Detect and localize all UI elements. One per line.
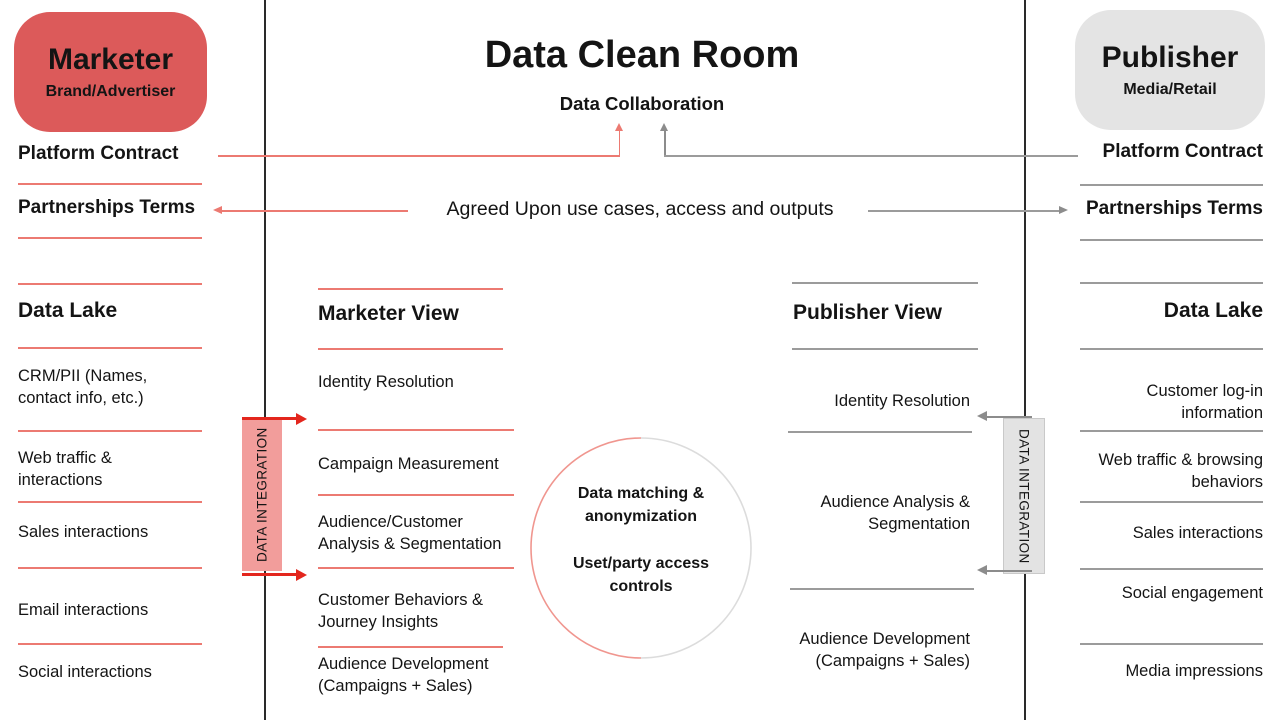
publisher-card-subtitle: Media/Retail xyxy=(1123,81,1217,98)
connector-line xyxy=(242,417,298,420)
publisher-platform-contract: Platform Contract xyxy=(1102,141,1263,162)
publisher-data-lake-item: Sales interactions xyxy=(1132,524,1263,542)
separator-line xyxy=(792,282,978,284)
publisher-data-lake-item: Media impressions xyxy=(1125,662,1263,680)
circle-capability: Uset/party access controls xyxy=(572,555,710,595)
publisher-view-item: Audience Analysis & Segmentation xyxy=(820,493,970,533)
separator-line xyxy=(1080,184,1263,186)
connector-line xyxy=(986,569,1032,572)
marketer-data-lake-item: Sales interactions xyxy=(18,523,149,541)
data-integration-band-marketer: DATA INTEGRATION xyxy=(242,419,282,571)
divider-right xyxy=(1024,0,1026,720)
divider-left xyxy=(264,0,266,720)
separator-line xyxy=(318,567,514,569)
marketer-data-lake-item: Web traffic & interactions xyxy=(18,449,112,489)
separator-line xyxy=(18,430,202,432)
arrow-left-icon xyxy=(977,411,987,421)
connector-line xyxy=(242,573,298,576)
separator-line xyxy=(788,431,972,433)
separator-line xyxy=(318,429,514,431)
page-subtitle: Data Collaboration xyxy=(559,93,725,114)
circle-right-arc xyxy=(640,437,752,659)
connector-line xyxy=(618,130,620,156)
publisher-card-title: Publisher xyxy=(1101,41,1239,74)
arrow-up-icon xyxy=(660,123,668,131)
circle-text: Data matching & anonymization Uset/party… xyxy=(546,482,736,598)
separator-line xyxy=(318,494,514,496)
separator-line xyxy=(18,567,202,569)
connector-line xyxy=(664,155,1078,157)
separator-line xyxy=(318,288,503,290)
separator-line xyxy=(1080,239,1263,241)
connector-line xyxy=(986,415,1032,418)
marketer-platform-contract: Platform Contract xyxy=(18,143,179,164)
arrow-left-icon xyxy=(977,565,987,575)
marketer-view-item: Audience Development (Campaigns + Sales) xyxy=(318,655,489,695)
marketer-data-lake-item: Social interactions xyxy=(18,663,152,681)
marketer-card-subtitle: Brand/Advertiser xyxy=(45,83,176,100)
connector-line xyxy=(221,210,408,212)
separator-line xyxy=(18,183,202,185)
arrow-right-icon xyxy=(296,412,307,425)
marketer-data-lake-item: CRM/PII (Names, contact info, etc.) xyxy=(18,367,148,407)
circle-left-arc xyxy=(530,437,642,659)
marketer-partnerships-terms: Partnerships Terms xyxy=(18,197,196,218)
publisher-partnerships-terms: Partnerships Terms xyxy=(1085,198,1263,219)
marketer-card-title: Marketer xyxy=(47,43,174,76)
publisher-view-title: Publisher View xyxy=(793,301,942,324)
separator-line xyxy=(18,283,202,285)
marketer-data-lake-title: Data Lake xyxy=(18,299,118,322)
separator-line xyxy=(318,348,503,350)
page-title: Data Clean Room xyxy=(484,34,800,76)
publisher-data-lake-title: Data Lake xyxy=(1163,299,1263,322)
publisher-view-item: Identity Resolution xyxy=(834,392,970,410)
separator-line xyxy=(18,347,202,349)
connector-line xyxy=(218,155,620,157)
separator-line xyxy=(318,646,503,648)
separator-line xyxy=(18,237,202,239)
marketer-view-item: Campaign Measurement xyxy=(318,455,499,473)
separator-line xyxy=(790,588,974,590)
publisher-view-item: Audience Development (Campaigns + Sales) xyxy=(799,630,970,670)
marketer-card: Marketer Brand/Advertiser xyxy=(14,12,207,132)
separator-line xyxy=(1080,643,1263,645)
publisher-card: Publisher Media/Retail xyxy=(1075,10,1265,130)
publisher-data-lake-item: Customer log-in information xyxy=(1146,382,1263,422)
marketer-data-lake-item: Email interactions xyxy=(18,601,149,619)
arrow-right-icon xyxy=(296,568,307,581)
circle-capability: Data matching & anonymization xyxy=(577,485,705,525)
marketer-view-item: Audience/Customer Analysis & Segmentatio… xyxy=(318,513,502,553)
arrow-right-icon xyxy=(1059,206,1068,214)
marketer-view-title: Marketer View xyxy=(318,302,459,325)
separator-line xyxy=(1080,430,1263,432)
connector-line xyxy=(868,210,1060,212)
agreement-note: Agreed Upon use cases, access and output… xyxy=(446,198,834,220)
arrow-up-icon xyxy=(614,123,623,131)
separator-line xyxy=(18,501,202,503)
marketer-view-item: Identity Resolution xyxy=(318,373,454,391)
publisher-data-lake-item: Web traffic & browsing behaviors xyxy=(1098,451,1263,491)
separator-line xyxy=(1080,568,1263,570)
separator-line xyxy=(18,643,202,645)
data-integration-band-publisher: DATA INTEGRATION xyxy=(1003,418,1045,574)
arrow-left-icon xyxy=(213,206,222,214)
publisher-data-lake-item: Social engagement xyxy=(1121,584,1263,602)
separator-line xyxy=(1080,501,1263,503)
clean-room-circle xyxy=(530,437,752,659)
separator-line xyxy=(1080,282,1263,284)
marketer-view-item: Customer Behaviors & Journey Insights xyxy=(318,591,484,631)
separator-line xyxy=(1080,348,1263,350)
separator-line xyxy=(792,348,978,350)
connector-line xyxy=(664,130,666,156)
